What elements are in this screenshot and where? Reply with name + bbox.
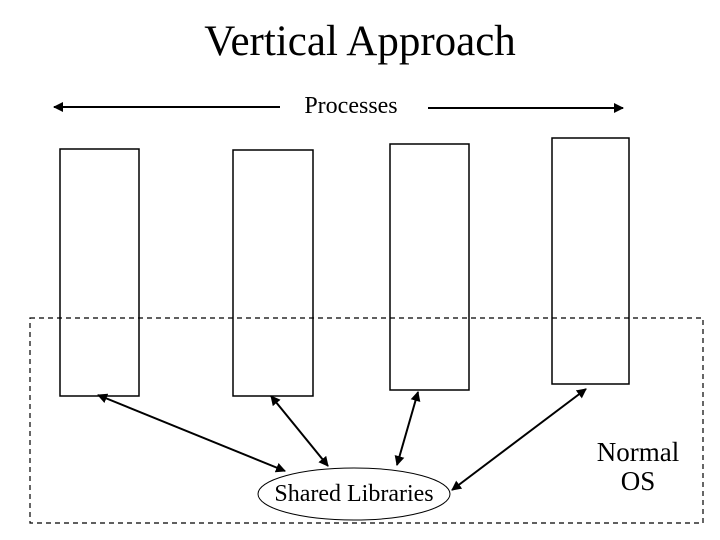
arrow-process1-shared-libraries xyxy=(97,393,286,473)
normal-os-label: Normal OS xyxy=(586,438,690,496)
processes-label: Processes xyxy=(304,93,398,119)
process-box-1 xyxy=(59,148,140,397)
process-box-2 xyxy=(232,149,314,397)
arrow-process2-shared-libraries xyxy=(270,395,329,467)
normal-os-line2: OS xyxy=(620,466,656,496)
shared-libraries-ellipse xyxy=(257,467,451,521)
shared-libraries-label: Shared Libraries xyxy=(274,481,434,507)
normal-os-line1: Normal xyxy=(596,437,680,467)
slide-title: Vertical Approach xyxy=(204,18,516,65)
arrow-process4-shared-libraries xyxy=(451,388,587,491)
arrow-process3-shared-libraries xyxy=(394,391,421,466)
process-box-4 xyxy=(551,137,630,385)
process-box-3 xyxy=(389,143,470,391)
os-boundary-dashed-box xyxy=(29,317,704,524)
